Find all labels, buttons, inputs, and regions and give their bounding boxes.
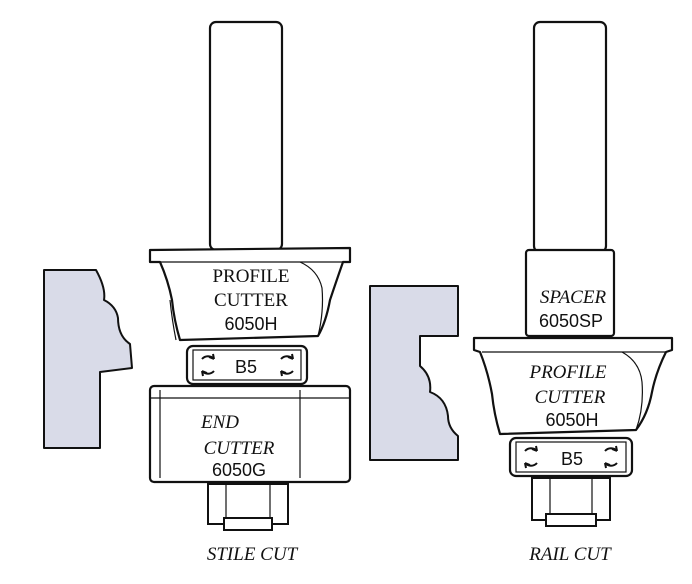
stile-stock-profile xyxy=(43,269,133,449)
rail-spacer xyxy=(524,248,616,338)
rail-spacer-code: 6050SP xyxy=(539,311,603,331)
stile-end-label-line1: END xyxy=(200,412,239,433)
stile-shank xyxy=(208,20,284,252)
rail-caption: RAIL CUT xyxy=(528,544,612,565)
stile-caption: STILE CUT xyxy=(207,544,299,565)
stile-bearing xyxy=(185,344,309,386)
stile-end-label-line2: CUTTER xyxy=(204,438,275,459)
rail-nut-washer xyxy=(545,513,597,527)
stile-profile-label-line1: PROFILE xyxy=(212,266,289,287)
stile-bearing-label: B5 xyxy=(235,357,257,377)
rail-shank xyxy=(532,20,608,254)
stile-end-code: 6050G xyxy=(212,460,266,480)
stile-cut-assembly xyxy=(148,20,352,531)
rail-cut-assembly xyxy=(472,20,674,527)
rail-stock-profile xyxy=(369,285,459,461)
stile-profile-code: 6050H xyxy=(224,314,277,334)
stile-nut-washer xyxy=(223,517,273,531)
rail-profile-code: 6050H xyxy=(545,410,598,430)
rail-spacer-label: SPACER xyxy=(540,287,607,308)
stile-profile-label-line2: CUTTER xyxy=(214,290,288,311)
rail-bearing xyxy=(508,436,634,478)
rail-profile-label-line1: PROFILE xyxy=(528,362,606,383)
rail-bearing-label: B5 xyxy=(561,449,583,469)
rail-profile-label-line2: CUTTER xyxy=(535,387,606,408)
